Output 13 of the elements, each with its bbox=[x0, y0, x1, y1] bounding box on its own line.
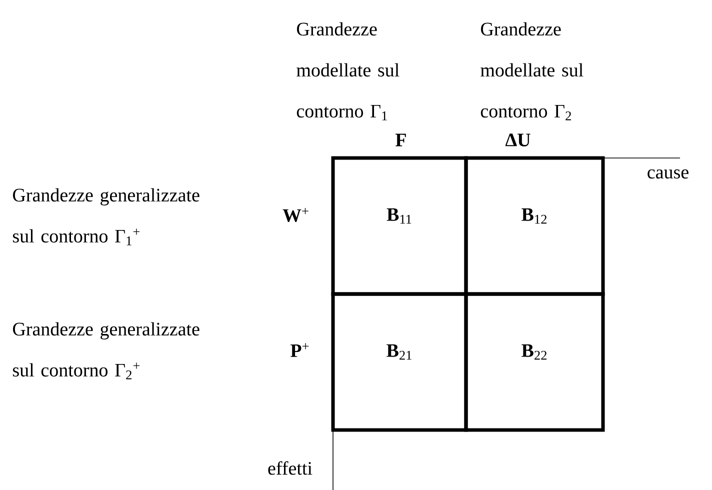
row-heading: Grandezze generalizzate sul contorno Γ$_{2}$+ bbox=[12, 322, 200, 380]
matrix-cell: B$_{21}$ bbox=[331, 292, 468, 432]
column-symbol: ΔU bbox=[505, 134, 530, 146]
column-heading: Grandezze modellate sul contorno Γ$_{2}$ bbox=[480, 22, 584, 120]
row-heading: Grandezze generalizzate sul contorno Γ$_{1}$+ bbox=[12, 188, 200, 246]
matrix-cell: B$_{11}$ bbox=[331, 156, 468, 296]
row-symbol: P$^{+}$ bbox=[290, 343, 309, 357]
axis-label: effetti bbox=[268, 461, 312, 475]
matrix-cell: B$_{22}$ bbox=[464, 292, 605, 432]
axis-label: cause bbox=[648, 169, 688, 179]
column-heading: Grandezze modellate sul contorno Γ$_{1}$ bbox=[296, 22, 400, 120]
matrix-cell: B$_{12}$ bbox=[464, 156, 605, 296]
row-symbol: W$^{+}$ bbox=[282, 208, 308, 222]
